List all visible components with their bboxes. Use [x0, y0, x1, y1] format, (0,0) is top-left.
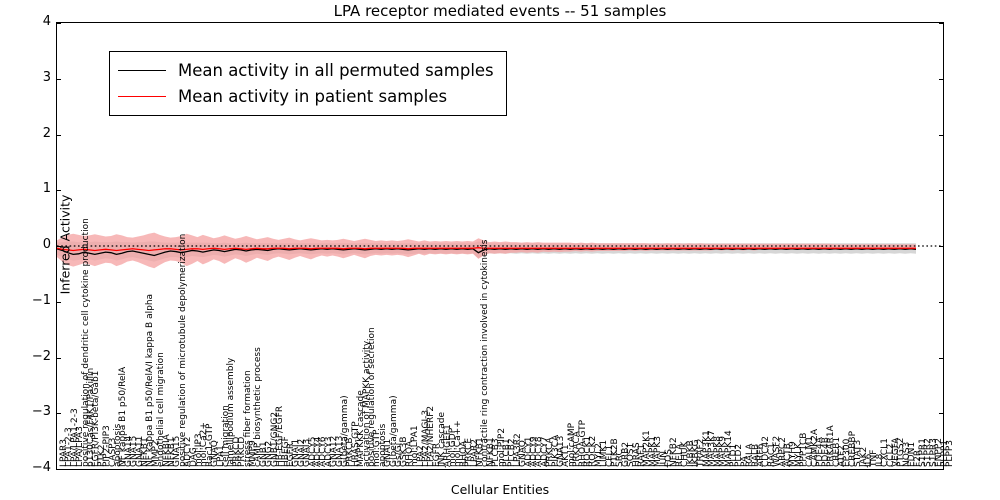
y-tick-mark	[57, 78, 61, 80]
y-tick-label: 2	[42, 125, 51, 141]
y-tick-mark	[939, 469, 943, 470]
y-tick-label: −1	[31, 292, 51, 308]
y-tick-label: 3	[42, 69, 51, 85]
y-tick-label: 0	[42, 237, 51, 252]
y-tick-mark	[939, 301, 943, 303]
y-tick-label: −2	[31, 348, 51, 364]
y-tick-mark	[57, 301, 61, 303]
legend-label-patient: Mean activity in patient samples	[178, 86, 448, 106]
y-tick-mark	[939, 413, 943, 415]
y-tick-mark	[57, 469, 61, 470]
legend-swatch-black	[118, 69, 166, 71]
y-tick-mark	[939, 23, 943, 24]
x-tick-label: PLPP3	[945, 439, 955, 467]
legend: Mean activity in all permuted samples Me…	[109, 51, 507, 116]
y-tick-mark	[939, 134, 943, 136]
y-tick-mark	[57, 190, 61, 192]
series-patient-line	[57, 247, 916, 252]
band-patient	[57, 232, 916, 269]
y-tick-mark	[57, 246, 61, 247]
y-tick-mark	[939, 190, 943, 192]
series-permuted-line	[57, 248, 917, 257]
legend-item-patient: Mean activity in patient samples	[118, 83, 494, 109]
legend-label-permuted: Mean activity in all permuted samples	[178, 60, 494, 80]
y-tick-label: 4	[42, 14, 51, 29]
y-tick-mark	[57, 357, 61, 359]
y-tick-mark	[939, 357, 943, 359]
y-tick-label: 1	[42, 181, 51, 197]
legend-item-permuted: Mean activity in all permuted samples	[118, 57, 494, 83]
plot-svg	[57, 232, 943, 269]
y-tick-label: −3	[31, 404, 51, 420]
y-tick-mark	[57, 413, 61, 415]
plot-clip	[57, 23, 943, 469]
chart-title: LPA receptor mediated events -- 51 sampl…	[333, 2, 667, 20]
y-tick-mark	[57, 23, 61, 24]
x-axis-label: Cellular Entities	[450, 482, 550, 497]
y-tick-mark	[939, 78, 943, 80]
y-axis-label: Inferred Activity	[57, 194, 73, 295]
y-tick-mark	[939, 246, 943, 247]
y-tick-label: −4	[31, 460, 51, 475]
legend-swatch-red	[118, 95, 166, 97]
y-tick-mark	[57, 134, 61, 136]
